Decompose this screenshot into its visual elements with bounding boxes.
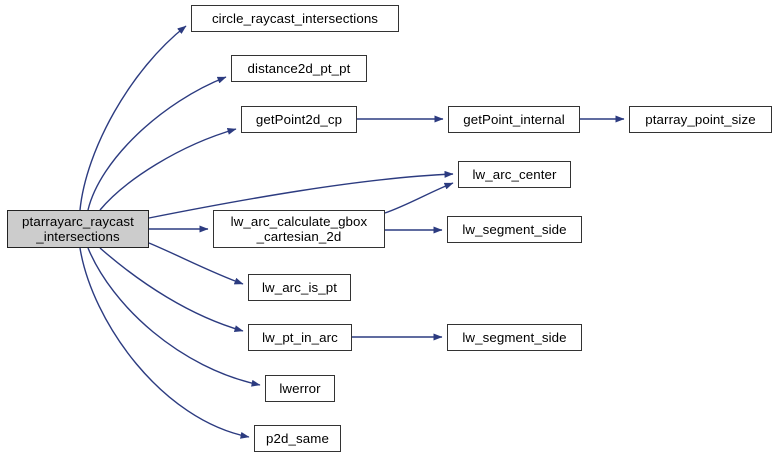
edge-lw_arc_calculate_gbox_cartesian_2d-to-lw_arc_center — [384, 182, 454, 214]
node-lw-pt-in-arc[interactable]: lw_pt_in_arc — [248, 324, 352, 351]
edge-root-to-lw_pt_in_arc — [99, 247, 244, 333]
node-label: lw_arc_center — [472, 167, 557, 182]
node-lw-arc-is-pt[interactable]: lw_arc_is_pt — [248, 274, 351, 301]
node-lw-arc-calculate-gbox-cartesian-2d[interactable]: lw_arc_calculate_gbox _cartesian_2d — [213, 210, 385, 248]
node-lw-segment-side-lower[interactable]: lw_segment_side — [447, 324, 582, 351]
node-label: circle_raycast_intersections — [211, 11, 379, 26]
node-ptarray-point-size[interactable]: ptarray_point_size — [629, 106, 772, 133]
node-p2d-same[interactable]: p2d_same — [254, 425, 341, 452]
node-label: lw_arc_is_pt — [261, 280, 338, 295]
edge-root-to-lw_arc_is_pt — [148, 242, 244, 285]
node-label: getPoint_internal — [463, 112, 565, 127]
node-ptarrayarc-raycast-intersections[interactable]: ptarrayarc_raycast _intersections — [7, 210, 149, 248]
node-label: lwerror — [279, 381, 321, 396]
node-label: getPoint2d_cp — [255, 112, 343, 127]
node-lw-arc-center[interactable]: lw_arc_center — [458, 161, 571, 188]
node-label: distance2d_pt_pt — [247, 61, 351, 76]
node-label: lw_segment_side — [462, 330, 567, 345]
node-getpoint-internal[interactable]: getPoint_internal — [448, 106, 580, 133]
edge-root-to-circle_raycast_intersections — [79, 25, 187, 211]
node-lw-segment-side-upper[interactable]: lw_segment_side — [447, 216, 582, 243]
node-getpoint2d-cp[interactable]: getPoint2d_cp — [241, 106, 357, 133]
node-label: lw_arc_calculate_gbox _cartesian_2d — [230, 214, 368, 244]
node-label: lw_pt_in_arc — [262, 330, 338, 345]
node-label: p2d_same — [266, 431, 329, 446]
node-label: ptarrayarc_raycast _intersections — [22, 214, 134, 244]
node-label: ptarray_point_size — [645, 112, 756, 127]
node-lwerror[interactable]: lwerror — [265, 375, 335, 402]
node-circle-raycast-intersections[interactable]: circle_raycast_intersections — [191, 5, 399, 32]
edge-root-to-getPoint2d_cp — [99, 127, 237, 211]
node-label: lw_segment_side — [462, 222, 567, 237]
edge-root-to-distance2d_pt_pt — [87, 76, 227, 211]
node-distance2d-pt-pt[interactable]: distance2d_pt_pt — [231, 55, 367, 82]
edge-root-to-lwerror — [87, 247, 261, 387]
edge-root-to-p2d_same — [79, 247, 250, 439]
